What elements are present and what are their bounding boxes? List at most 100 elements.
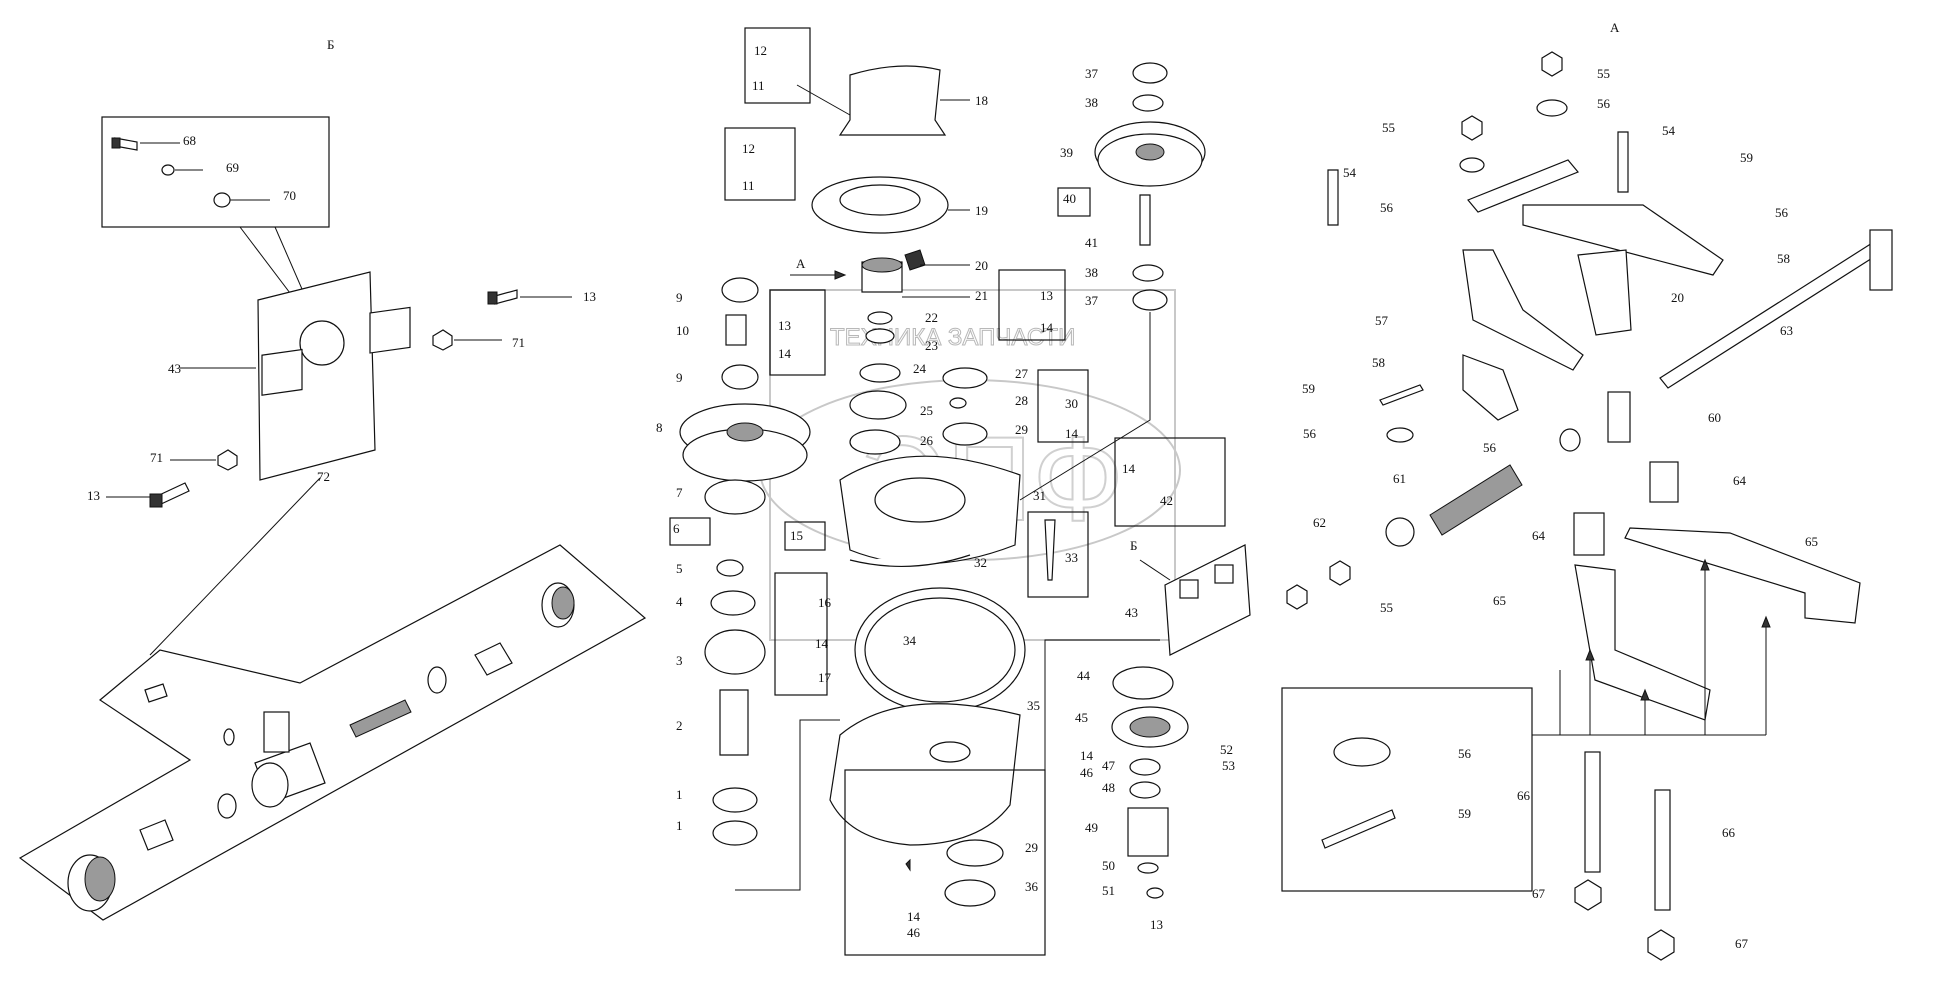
callout-31: 31 xyxy=(1033,488,1046,503)
callout-72: 72 xyxy=(317,469,330,484)
callout-55: 55 xyxy=(1597,66,1610,81)
callout-30: 30 xyxy=(1065,396,1078,411)
callout-19: 19 xyxy=(975,203,988,218)
callout-55: 55 xyxy=(1382,120,1395,135)
callout-56: 56 xyxy=(1303,426,1317,441)
callout-12: 12 xyxy=(754,43,767,58)
shaft-10 xyxy=(725,314,747,346)
inset-12-11-mid xyxy=(724,127,796,201)
callout-38: 38 xyxy=(1085,95,1098,110)
callout-22: 22 xyxy=(925,310,938,325)
callout-27: 27 xyxy=(1015,366,1029,381)
callout-65: 65 xyxy=(1493,593,1506,608)
callout-64: 64 xyxy=(1733,473,1747,488)
callout-14: 14 xyxy=(778,346,792,361)
view-label-a: А xyxy=(1610,20,1620,35)
callout-33: 33 xyxy=(1065,550,1078,565)
washer-38a xyxy=(1132,94,1164,112)
callout-38: 38 xyxy=(1085,265,1098,280)
callout-32: 32 xyxy=(974,555,987,570)
callout-20: 20 xyxy=(1671,290,1684,305)
callout-56: 56 xyxy=(1458,746,1472,761)
callout-46: 46 xyxy=(907,925,921,940)
rod-63-head xyxy=(1869,229,1893,291)
callout-56: 56 xyxy=(1775,205,1789,220)
callout-26: 26 xyxy=(920,433,934,448)
valve-bracket xyxy=(263,711,290,753)
inset-12-11-top xyxy=(744,27,811,104)
bearing-3 xyxy=(704,629,766,675)
callout-13: 13 xyxy=(1150,917,1163,932)
plate-51 xyxy=(1146,887,1164,899)
washer-56b xyxy=(1459,157,1485,173)
cotter-59b xyxy=(1379,384,1424,406)
piston xyxy=(474,642,513,676)
shaft-41 xyxy=(1139,194,1151,246)
o-ring-c xyxy=(427,666,447,694)
cover-36 xyxy=(944,879,996,907)
callout-14: 14 xyxy=(907,909,921,924)
housing-35 xyxy=(829,703,1021,846)
callout-34: 34 xyxy=(903,633,917,648)
callout-69: 69 xyxy=(226,160,239,175)
gasket-29a xyxy=(942,422,988,446)
callout-4: 4 xyxy=(676,594,683,609)
callout-54: 54 xyxy=(1662,123,1676,138)
spring xyxy=(349,699,412,738)
flange-26 xyxy=(849,429,901,455)
inset-13-14-a xyxy=(998,269,1066,341)
callout-50: 50 xyxy=(1102,858,1115,873)
inset-56-59 xyxy=(1281,687,1533,892)
bearing-cap-25 xyxy=(849,390,907,420)
assembly-72-group xyxy=(18,477,647,921)
plate-43b xyxy=(1164,544,1251,656)
bearing-37a xyxy=(1132,62,1168,84)
callout-14: 14 xyxy=(1122,461,1136,476)
callout-14: 14 xyxy=(815,636,829,651)
ring-48 xyxy=(1129,781,1161,799)
callout-67: 67 xyxy=(1532,886,1546,901)
inset-16-14-17 xyxy=(774,572,828,696)
link-56c xyxy=(1467,159,1579,213)
callout-16: 16 xyxy=(818,595,832,610)
inset-40 xyxy=(1057,187,1091,217)
nut-71a xyxy=(432,329,453,351)
washer-56d xyxy=(1386,427,1414,443)
washer-56a xyxy=(1536,99,1568,117)
center-right-column xyxy=(1019,62,1251,940)
callout-14: 14 xyxy=(1065,426,1079,441)
cotter-59c xyxy=(1321,809,1396,849)
callout-21: 21 xyxy=(975,288,988,303)
washer-62 xyxy=(1385,517,1415,547)
callout-67: 67 xyxy=(1735,936,1749,951)
callout-41: 41 xyxy=(1085,235,1098,250)
callout-58: 58 xyxy=(1777,251,1790,266)
callout-7: 7 xyxy=(676,485,683,500)
part-20a xyxy=(904,249,926,271)
callout-56: 56 xyxy=(1597,96,1611,111)
callout-64: 64 xyxy=(1532,528,1546,543)
callout-36: 36 xyxy=(1025,879,1039,894)
callout-46: 46 xyxy=(1080,765,1094,780)
ring-22 xyxy=(867,311,893,325)
nut-67a xyxy=(1574,879,1602,911)
callout-13: 13 xyxy=(1040,288,1053,303)
callout-10: 10 xyxy=(676,323,689,338)
callout-44: 44 xyxy=(1077,668,1091,683)
callout-1: 1 xyxy=(676,818,683,833)
bolt-13a xyxy=(494,289,518,305)
callout-61: 61 xyxy=(1393,471,1406,486)
callout-6: 6 xyxy=(673,521,680,536)
ring-4 xyxy=(710,590,756,616)
callout-numbers: 6869701371437113721211181211192021222324… xyxy=(87,43,1818,951)
washer-28 xyxy=(949,397,967,409)
callout-23: 23 xyxy=(925,338,938,353)
callout-13: 13 xyxy=(583,289,596,304)
callout-53: 53 xyxy=(1222,758,1235,773)
callout-17: 17 xyxy=(818,670,832,685)
callout-59: 59 xyxy=(1302,381,1315,396)
nut-67b xyxy=(1647,929,1675,961)
nut-55a xyxy=(1541,51,1563,77)
bushing-64b xyxy=(1573,512,1605,556)
